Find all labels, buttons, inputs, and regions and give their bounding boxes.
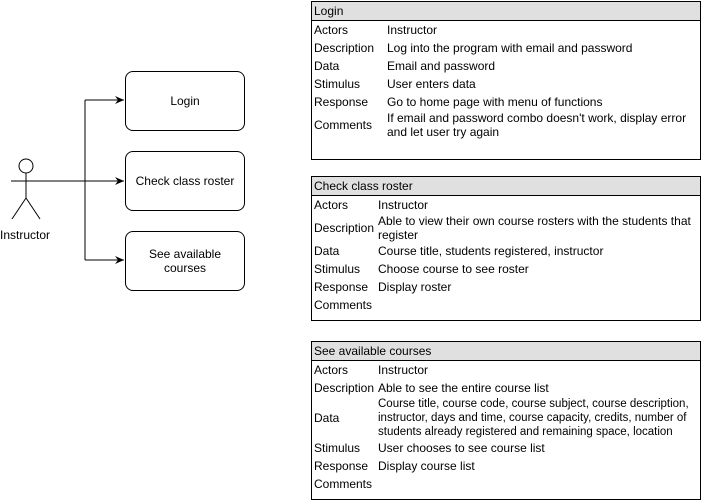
spec-key: Description — [314, 41, 375, 55]
usecase-check-class-roster[interactable]: Check class roster — [125, 151, 245, 211]
usecase-see-available-courses-label: See available courses — [148, 247, 222, 275]
spec-row-data: Data Course title, students registered, … — [312, 242, 700, 260]
spec-title: Login — [312, 2, 700, 21]
spec-value: User enters data — [387, 77, 476, 91]
spec-key: Comments — [314, 298, 373, 312]
actor-label: Instructor — [0, 228, 51, 242]
actor-head — [18, 158, 34, 174]
spec-row-stimulus: Stimulus User enters data — [312, 75, 700, 93]
spec-value: Log into the program with email and pass… — [387, 41, 633, 55]
spec-title: Check class roster — [312, 177, 700, 196]
spec-table-see-available-courses: See available courses Actors Instructor … — [311, 341, 701, 500]
spec-key: Actors — [314, 23, 349, 37]
spec-key: Comments — [314, 477, 373, 491]
spec-key: Data — [314, 411, 340, 425]
spec-title: See available courses — [312, 342, 700, 361]
spec-row-response: Response Display roster — [312, 278, 700, 296]
spec-key: Comments — [314, 118, 373, 132]
spec-value: If email and password combo doesn't work… — [387, 111, 687, 139]
spec-row-data: Data Email and password — [312, 57, 700, 75]
spec-row-actors: Actors Instructor — [312, 196, 700, 214]
spec-key: Response — [314, 280, 369, 294]
spec-row-comments: Comments If email and password combo doe… — [312, 111, 700, 139]
spec-value: Course title, course code, course subjec… — [378, 398, 689, 438]
association-lines — [41, 96, 124, 264]
spec-value: Email and password — [387, 59, 496, 73]
spec-row-comments: Comments — [312, 475, 700, 493]
spec-key: Description — [314, 221, 375, 235]
spec-key: Data — [314, 244, 340, 258]
spec-row-description: Description Log into the program with em… — [312, 39, 700, 57]
spec-key: Actors — [314, 363, 349, 377]
spec-key: Response — [314, 95, 369, 109]
spec-key: Stimulus — [314, 441, 361, 455]
actor-right-leg — [25, 197, 41, 220]
spec-key: Data — [314, 59, 340, 73]
spec-value: Instructor — [378, 198, 429, 212]
spec-key: Description — [314, 381, 375, 395]
spec-table-login: Login Actors Instructor Description Log … — [311, 1, 701, 160]
spec-table-check-class-roster: Check class roster Actors Instructor Des… — [311, 176, 701, 321]
spec-row-response: Response Display course list — [312, 457, 700, 475]
spec-row-description: Description Able to see the entire cours… — [312, 379, 700, 397]
actor-stick-figure — [11, 158, 41, 220]
spec-value: Choose course to see roster — [378, 262, 529, 276]
actor-left-leg — [11, 197, 27, 220]
spec-value: User chooses to see course list — [378, 441, 545, 455]
spec-key: Actors — [314, 198, 349, 212]
spec-key: Response — [314, 459, 369, 473]
spec-value: Able to view their own course rosters wi… — [378, 214, 691, 242]
spec-value: Course title, students registered, instr… — [378, 244, 604, 258]
usecase-check-class-roster-label: Check class roster — [135, 174, 235, 188]
spec-row-comments: Comments — [312, 296, 700, 314]
spec-row-actors: Actors Instructor — [312, 21, 700, 39]
spec-row-actors: Actors Instructor — [312, 361, 700, 379]
spec-value: Able to see the entire course list — [378, 381, 549, 395]
spec-row-description: Description Able to view their own cours… — [312, 214, 700, 242]
spec-key: Stimulus — [314, 262, 361, 276]
spec-row-data: Data Course title, course code, course s… — [312, 397, 700, 439]
spec-value: Display roster — [378, 280, 452, 294]
spec-value: Go to home page with menu of functions — [387, 95, 603, 109]
usecase-login-label: Login — [170, 94, 200, 108]
spec-row-stimulus: Stimulus User chooses to see course list — [312, 439, 700, 457]
usecase-see-available-courses[interactable]: See available courses — [125, 231, 245, 291]
spec-value: Instructor — [378, 363, 429, 377]
usecase-login[interactable]: Login — [125, 71, 245, 131]
spec-value: Instructor — [387, 23, 438, 37]
spec-row-response: Response Go to home page with menu of fu… — [312, 93, 700, 111]
spec-row-stimulus: Stimulus Choose course to see roster — [312, 260, 700, 278]
spec-value: Display course list — [378, 459, 475, 473]
spec-key: Stimulus — [314, 77, 361, 91]
